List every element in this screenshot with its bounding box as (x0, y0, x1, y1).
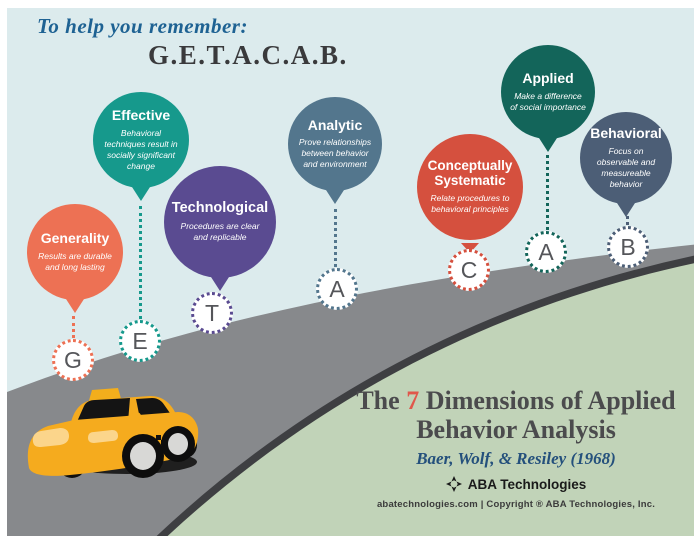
connector-applied (546, 155, 549, 230)
balloon-title: Effective (111, 107, 171, 124)
title-number-seven: 7 (406, 386, 420, 415)
balloon-tail (211, 277, 229, 291)
letter-circle-t: T (191, 292, 233, 334)
letter-circle-a2: A (525, 231, 567, 273)
connector-generality (72, 316, 75, 338)
letter: A (538, 238, 554, 265)
balloon-title: Generality (40, 230, 110, 247)
balloon-technological: Technological Procedures are clear and r… (164, 166, 276, 291)
balloon-description: Prove relationships between behavior and… (298, 137, 372, 170)
balloon-description: Behavioral techniques result in socially… (104, 127, 178, 171)
balloon-tail (461, 243, 479, 253)
balloon-applied: Applied Make a difference of social impo… (501, 45, 595, 152)
balloon-description: Make a difference of social importance (510, 90, 586, 112)
balloon-behavioral: Behavioral Focus on observable and measu… (580, 112, 672, 217)
letter-circle-b: B (607, 226, 649, 268)
remember-text: To help you remember: (37, 14, 248, 38)
title-block: The 7 Dimensions of Applied Behavior Ana… (338, 386, 694, 510)
grass (167, 263, 694, 536)
page-title: The 7 Dimensions of Applied Behavior Ana… (338, 386, 694, 444)
connector-analytic (334, 209, 337, 267)
balloon-generality: Generality Results are durable and long … (27, 204, 123, 313)
letter: E (132, 327, 148, 354)
connector-effective (139, 206, 142, 319)
connector-behavioral (626, 216, 629, 225)
letter: B (620, 233, 636, 260)
balloon-description: Relate procedures to behavioral principl… (430, 192, 510, 214)
letter-circle-g: G (52, 339, 94, 381)
balloon-conceptually-systematic: Conceptually Systematic Relate procedure… (417, 134, 523, 253)
footer-copyright: abatechnologies.com | Copyright ® ABA Te… (376, 499, 656, 511)
balloon-description: Focus on observable and measureable beha… (596, 145, 656, 189)
aba-logo-text: ABA Technologies (467, 476, 587, 492)
citation: Baer, Wolf, & Resiley (1968) (416, 449, 616, 469)
balloon-tail (132, 187, 150, 201)
letter-circle-c: C (448, 249, 490, 291)
title-post: Dimensions of Applied (419, 386, 676, 415)
balloon-description: Results are durable and long lasting (38, 250, 112, 272)
title-line2: Behavior Analysis (416, 415, 616, 445)
balloon-title: Technological (171, 199, 269, 216)
aba-logo: ABA Technologies (338, 476, 694, 493)
letter-circle-e: E (119, 320, 161, 362)
acronym-text: G.E.T.A.C.A.B. (148, 40, 348, 70)
balloon-title: Conceptually Systematic (427, 158, 513, 188)
letter: A (329, 275, 345, 302)
balloon-tail (66, 299, 84, 313)
taxi-headlight (32, 428, 69, 447)
letter: T (204, 299, 220, 326)
balloon-title: Analytic (307, 116, 363, 133)
letter-circle-a1: A (316, 268, 358, 310)
letter: G (64, 346, 82, 373)
balloon-title: Applied (522, 70, 574, 87)
balloon-title: Behavioral (590, 125, 662, 142)
balloon-tail (617, 203, 635, 217)
taxi-illustration (27, 388, 199, 478)
balloon-effective: Effective Behavioral techniques result i… (93, 92, 189, 201)
balloon-description: Procedures are clear and replicable (180, 220, 260, 242)
title-pre: The (356, 386, 407, 415)
balloon-tail (326, 190, 344, 204)
balloon-tail (539, 138, 557, 152)
aba-logo-star-icon (445, 476, 462, 493)
balloon-analytic: Analytic Prove relationships between beh… (288, 97, 382, 204)
letter: C (460, 256, 478, 283)
